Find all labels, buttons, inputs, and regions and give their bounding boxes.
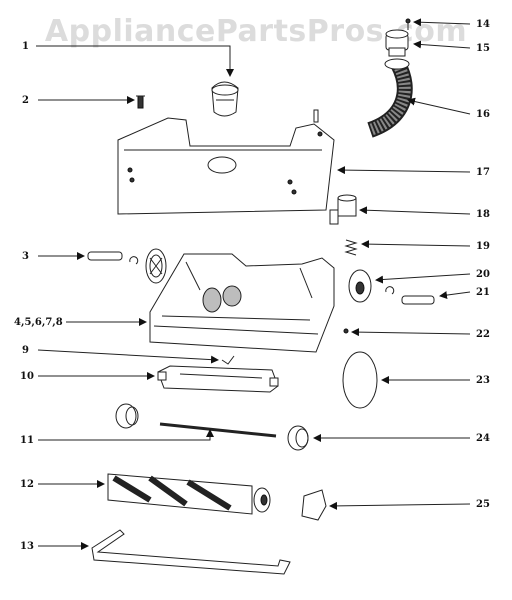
callout-label: 9 (22, 345, 29, 356)
wheel-right-drawing (348, 269, 372, 303)
nozzle-drawing (211, 81, 239, 117)
callout-label: 25 (476, 499, 490, 510)
nut-drawing (343, 328, 349, 334)
callout-label: 23 (476, 375, 490, 386)
callout-labels: 1 2 3 4,5,6,7,8 9 10 11 12 13 14 15 16 1… (14, 19, 490, 552)
callout-label: 11 (20, 435, 34, 446)
callout-label: 1 (22, 41, 29, 52)
callout-label: 22 (476, 329, 490, 340)
callout-label: 14 (476, 19, 490, 30)
hood-drawing (117, 117, 335, 215)
callout-label: 13 (20, 541, 34, 552)
callout-label: 15 (476, 43, 490, 54)
callout-label: 24 (476, 433, 490, 444)
clip-drawing (221, 355, 235, 365)
axle-21-drawing (385, 286, 435, 305)
bottom-plate-drawing (157, 365, 279, 393)
callout-label: 16 (476, 109, 490, 120)
bearing-left-drawing (115, 403, 139, 429)
belt-drawing (342, 351, 378, 409)
hose-drawing (367, 58, 413, 138)
leader-lines (36, 18, 471, 550)
screw-14-drawing (405, 18, 411, 30)
hose-connector-drawing (385, 29, 409, 57)
callout-label: 4,5,6,7,8 (14, 317, 63, 328)
axle-3-drawing (87, 251, 139, 265)
wheel-left-drawing (145, 248, 167, 284)
callout-label: 2 (22, 95, 29, 106)
valve-drawing (329, 194, 357, 225)
callout-label: 20 (476, 269, 490, 280)
callout-label: 19 (476, 241, 490, 252)
callout-label: 3 (22, 251, 29, 262)
base-drawing (149, 253, 335, 353)
shaft-drawing (159, 422, 277, 438)
callout-label: 10 (20, 371, 34, 382)
bumper-bar-drawing (91, 529, 291, 575)
screw-2-drawing (136, 95, 145, 109)
callout-label: 17 (476, 167, 490, 178)
callout-label: 18 (476, 209, 490, 220)
clip-25-drawing (301, 489, 327, 521)
spring-drawing (344, 239, 358, 256)
bearing-right-drawing (287, 425, 309, 451)
brushroll-drawing (107, 473, 271, 515)
callout-label: 12 (20, 479, 34, 490)
callout-label: 21 (476, 287, 490, 298)
hood-screw-drawing (313, 109, 319, 123)
